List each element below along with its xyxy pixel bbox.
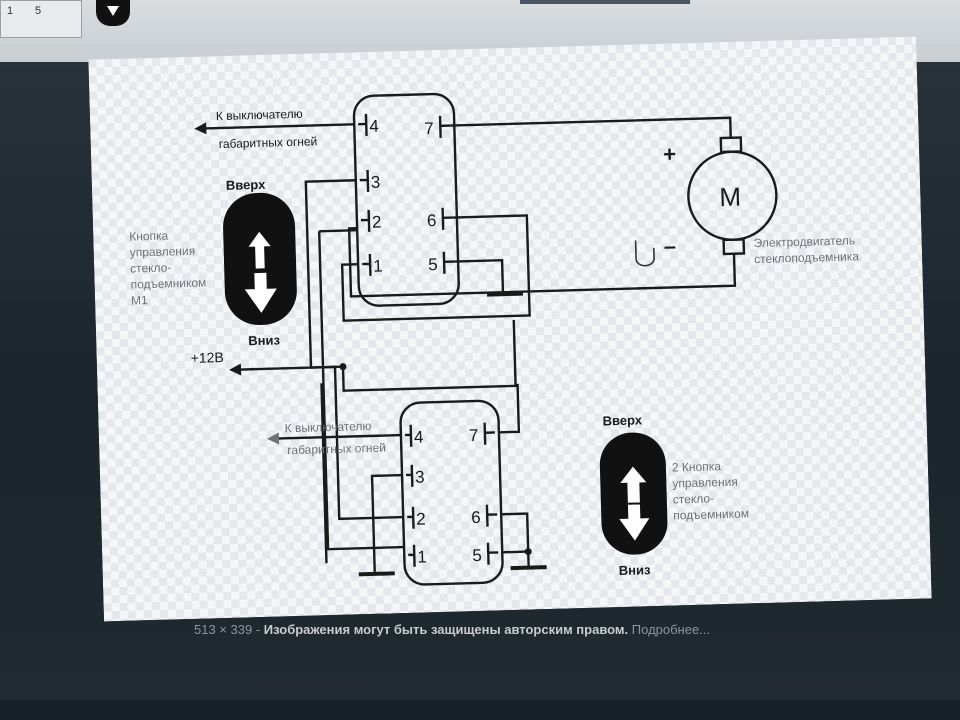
wire-plus12v: [236, 365, 344, 371]
caption-separator: -: [252, 622, 264, 637]
switch2-terminal-3: 3: [415, 467, 425, 486]
wire-7-to-motor-plus: [450, 116, 732, 138]
junction-dot: [524, 548, 532, 556]
wire-5-ground: [454, 258, 505, 295]
wire-2-stub: [319, 229, 358, 233]
wire-motor-minus-to-2: [347, 227, 737, 298]
button1-caption-line3: стекло-: [130, 260, 172, 275]
button2-caption-line2: управления: [672, 475, 738, 491]
switch2-terminal-2: 2: [416, 509, 426, 528]
button2-up-icon: [620, 466, 647, 503]
button1-up-icon: [246, 230, 273, 270]
thumb-label: 5: [35, 5, 42, 17]
wire-switch2-5: [502, 550, 529, 554]
arrow-left-icon: [266, 432, 280, 445]
switch1-contact-7: [438, 115, 451, 138]
switch2-contact-1: [408, 544, 416, 567]
button1-caption-line1: Кнопка: [129, 228, 169, 243]
switch2-terminal-4: 4: [414, 427, 424, 446]
ground-symbol-1: [486, 291, 524, 297]
button2-up-label: Вверх: [602, 412, 643, 428]
switch1-contact-5: [442, 251, 455, 274]
switch1-contact-4: [358, 113, 368, 136]
motor-minus-sign: –: [663, 233, 676, 258]
motor-symbol: M: [719, 182, 742, 213]
arrow-left-icon: [194, 122, 207, 135]
switch2-contact-7: [483, 422, 495, 445]
wire-6-loop: [340, 214, 531, 322]
marker-lamps-label-2a: К выключателю: [284, 419, 371, 435]
wire-switch2-1: [317, 231, 405, 551]
ground-symbol-3: [510, 565, 547, 571]
switch2-contact-3: [406, 464, 414, 487]
switch1-housing: [352, 92, 460, 307]
switch1-terminal-6: 6: [427, 211, 437, 230]
image-size: 513 × 339: [194, 622, 253, 637]
wire-left-vertical: [320, 383, 328, 564]
button2-caption-line4: подъемником: [673, 506, 749, 522]
marker-lamps-label-1a: К выключателю: [216, 107, 303, 123]
diagram-background: [88, 36, 932, 622]
button1-down-icon: [244, 272, 277, 313]
wire-marker-lamps-2: [274, 433, 401, 440]
switch2-contact-6: [485, 504, 498, 527]
switch2-terminal-5: 5: [472, 546, 482, 565]
switch1-terminal-1: 1: [373, 257, 383, 276]
thumbnail-previous[interactable]: 1 5: [0, 0, 82, 38]
button1-down-label: Вниз: [248, 332, 281, 348]
switch2-housing: [399, 399, 504, 586]
button2-caption-line3: стекло-: [673, 491, 715, 506]
switch1-contact-3: [359, 169, 370, 192]
ground-symbol-2: [358, 571, 395, 577]
junction-dot: [339, 363, 347, 371]
button2-down-label: Вниз: [619, 562, 652, 578]
switch2-terminal-6: 6: [471, 508, 481, 527]
arrow-left-icon: [229, 363, 242, 376]
image-viewer[interactable]: 4 7 3 2 6 1 5 4 7 3 2 6 1 5 К выключател…: [88, 36, 932, 622]
wire-bus: [341, 319, 517, 392]
button1-caption-line2: управления: [130, 244, 196, 260]
wire-marker-lamps-1: [200, 123, 355, 130]
button1-caption-line5: М1: [131, 293, 148, 307]
button2-caption-line1: 2 Кнопка: [672, 459, 722, 474]
button1-caption-line4: подъемником: [130, 275, 206, 291]
image-caption: 513 × 339 - Изображения могут быть защищ…: [194, 622, 710, 637]
selected-thumb-indicator: [520, 0, 690, 4]
switch2-terminal-1: 1: [417, 547, 427, 566]
switch2-contact-2: [407, 506, 415, 529]
wire-switch2-7: [498, 383, 521, 434]
switch1-terminal-5: 5: [428, 255, 438, 274]
switch1-contact-6: [441, 207, 453, 230]
wire-switch2-3-ground: [370, 473, 403, 572]
switch1-terminal-4: 4: [369, 117, 379, 136]
bottom-bezel: [0, 700, 960, 720]
switch1-contact-1: [362, 253, 372, 276]
supply-label: +12В: [190, 349, 224, 366]
copyright-notice: Изображения могут быть защищены авторски…: [263, 622, 629, 637]
button1-up-label: Вверх: [226, 177, 267, 193]
thumb-label: 1: [7, 5, 14, 17]
motor-caption-line2: стеклоподъемника: [754, 249, 859, 266]
hand-cursor-icon: [634, 240, 655, 267]
motor-caption-line1: Электродвигатель: [754, 233, 856, 250]
more-link[interactable]: Подробнее...: [631, 622, 711, 637]
download-icon[interactable]: [96, 0, 130, 26]
switch1-terminal-7: 7: [424, 119, 434, 138]
switch2-terminal-7: 7: [469, 426, 479, 445]
marker-lamps-label-1b: габаритных огней: [219, 134, 318, 151]
wiring-diagram: 4 7 3 2 6 1 5 4 7 3 2 6 1 5 К выключател…: [88, 36, 932, 622]
switch2-contact-5: [486, 542, 499, 565]
switch1-terminal-2: 2: [372, 213, 382, 232]
motor-brush-bottom: [722, 238, 746, 256]
switch1-terminal-3: 3: [371, 173, 381, 192]
switch2-contact-4: [404, 424, 413, 447]
switch1-contact-2: [360, 209, 371, 232]
motor-plus-sign: +: [663, 141, 677, 166]
marker-lamps-label-2b: габаритных огней: [287, 441, 386, 458]
button2-down-icon: [619, 504, 650, 541]
